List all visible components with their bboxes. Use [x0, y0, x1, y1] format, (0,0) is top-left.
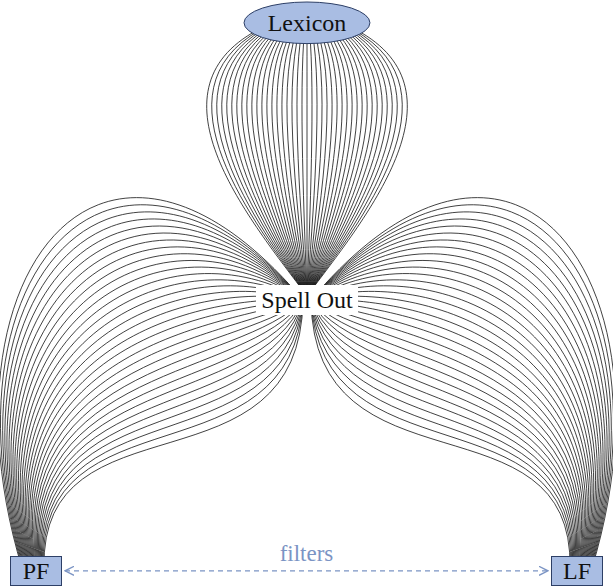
- derivation-curve: [38, 300, 303, 568]
- derivation-curve: [37, 300, 303, 568]
- derivation-curve: [40, 300, 303, 568]
- derivation-curve: [42, 300, 303, 568]
- derivation-curve: [311, 300, 571, 568]
- derivation-curve: [311, 280, 592, 568]
- derivation-curve: [252, 30, 307, 296]
- derivation-curve: [3, 212, 303, 568]
- derivation-curve: [311, 300, 574, 568]
- derivation-curve: [267, 30, 307, 296]
- derivation-curve: [35, 300, 303, 568]
- derivation-curve: [311, 198, 613, 568]
- derivation-curve: [311, 300, 576, 568]
- derivation-curve: [232, 30, 307, 296]
- derivation-curve: [39, 300, 303, 568]
- derivation-curve: [307, 30, 392, 296]
- derivation-curve: [311, 286, 590, 568]
- derivation-curve: [20, 274, 303, 568]
- derivation-curve: [222, 30, 307, 296]
- derivation-curve: [257, 30, 307, 296]
- derivation-curve: [297, 30, 307, 296]
- derivation-curve: [307, 30, 317, 296]
- derivation-curve: [282, 30, 307, 296]
- derivation-curve: [9, 233, 303, 568]
- derivation-curve: [311, 219, 609, 568]
- derivation-curve: [307, 30, 308, 296]
- derivation-curve: [237, 30, 307, 296]
- derivation-curve: [307, 30, 382, 296]
- derivation-curve: [311, 300, 586, 568]
- derivation-curve: [311, 300, 579, 568]
- derivation-curve: [36, 300, 303, 568]
- derivation-curve: [272, 30, 307, 296]
- derivation-curve: [0, 198, 303, 568]
- derivation-curve: [227, 30, 307, 296]
- derivation-curve: [307, 30, 362, 296]
- derivation-curve: [311, 300, 583, 568]
- derivation-curve: [43, 300, 303, 568]
- derivation-curve: [311, 291, 589, 568]
- derivation-curve: [44, 300, 303, 568]
- derivation-curve: [25, 291, 303, 568]
- derivation-curve: [311, 300, 580, 568]
- derivation-curve: [277, 30, 307, 296]
- derivation-curve: [307, 30, 347, 296]
- derivation-curve: [292, 30, 307, 296]
- derivation-curve: [31, 300, 303, 568]
- derivation-curve: [311, 300, 573, 568]
- derivation-curve: [34, 300, 303, 568]
- derivation-curve: [307, 30, 377, 296]
- node-label: PF: [23, 558, 50, 584]
- derivation-curve: [247, 30, 307, 296]
- derivation-curve: [311, 300, 570, 568]
- derivation-curve: [28, 300, 303, 568]
- lexicon-ellipse: Lexicon: [243, 1, 371, 45]
- derivation-curve: [287, 30, 307, 296]
- derivation-curve: [5, 219, 303, 568]
- derivation-curve: [262, 30, 307, 296]
- derivation-curve: [311, 233, 605, 568]
- derivation-curve: [24, 286, 303, 568]
- derivation-curve: [311, 226, 607, 568]
- derivation-curve: [311, 300, 578, 568]
- edge-label: filters: [276, 541, 338, 566]
- derivation-curve: [311, 205, 613, 568]
- derivation-curve: [311, 212, 611, 568]
- derivation-curve: [302, 30, 307, 296]
- derivation-curve: [307, 30, 387, 296]
- node-label: Lexicon: [268, 10, 347, 36]
- node-label: LF: [563, 558, 591, 584]
- interface-box: LF: [551, 556, 603, 586]
- derivation-curve: [242, 30, 307, 296]
- derivation-curve: [7, 226, 303, 568]
- derivation-curve: [41, 300, 303, 568]
- derivation-curve: [311, 300, 572, 568]
- stage-label: Spell Out: [256, 285, 357, 315]
- derivation-curve: [311, 300, 575, 568]
- derivation-curve: [27, 296, 303, 568]
- derivation-curve: [311, 300, 582, 568]
- derivation-curve: [22, 280, 303, 568]
- derivation-curve: [307, 30, 372, 296]
- derivation-curve: [311, 300, 584, 568]
- derivation-curve: [32, 300, 303, 568]
- interface-box: PF: [10, 556, 62, 586]
- derivation-curve: [311, 274, 594, 568]
- derivation-curve: [0, 205, 303, 568]
- derivation-curve: [311, 296, 587, 568]
- ellipse-shape: [244, 2, 370, 44]
- dashed-connector: [65, 570, 548, 571]
- derivation-curve: [311, 300, 577, 568]
- derivation-curve: [30, 300, 303, 568]
